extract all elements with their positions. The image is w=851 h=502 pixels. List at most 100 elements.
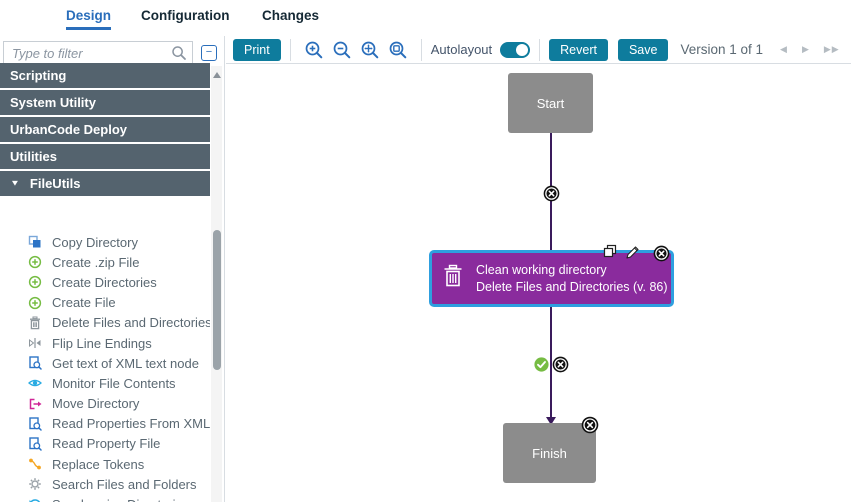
palette-item-label: Flip Line Endings	[52, 335, 152, 351]
palette-item-label: Read Property File	[52, 436, 161, 452]
palette-item-label: Create File	[52, 295, 116, 311]
copy-directory-icon	[28, 235, 42, 249]
scroll-up-icon[interactable]	[213, 72, 221, 78]
trash-icon	[442, 264, 464, 293]
sidebar-scrollbar[interactable]	[211, 66, 222, 502]
sidebar-category-urbancode-deploy[interactable]: UrbanCode Deploy	[0, 117, 210, 142]
divider	[289, 38, 291, 61]
divider	[539, 38, 541, 61]
copy-step-icon[interactable]	[603, 244, 618, 264]
step-title: Clean working directory	[476, 262, 607, 277]
chevron-down-icon: ▼	[10, 179, 20, 188]
sync-icon	[28, 498, 42, 502]
palette-item-label: Copy Directory	[52, 234, 138, 250]
step-label: Clean working directory Delete Files and…	[476, 262, 668, 296]
plus-circle-icon	[28, 255, 42, 269]
palette-item-label: Move Directory	[52, 396, 140, 412]
divider	[420, 38, 422, 61]
palette-item-replace-tokens[interactable]: Replace Tokens	[0, 454, 210, 474]
plus-circle-icon	[28, 275, 42, 289]
edit-step-icon[interactable]	[625, 245, 640, 265]
sidebar-category-scripting[interactable]: Scripting	[0, 63, 210, 88]
palette-item-label: Get text of XML text node	[52, 355, 199, 371]
version-label: Version 1 of 1	[680, 42, 764, 57]
palette-item-search-files-and-folders[interactable]: Search Files and Folders	[0, 474, 210, 494]
connector-step-finish[interactable]	[550, 306, 552, 418]
palette-item-flip-line-endings[interactable]: Flip Line Endings	[0, 333, 210, 353]
zoom-out-icon[interactable]	[330, 39, 354, 61]
print-button[interactable]: Print	[233, 38, 281, 61]
export-icon	[28, 397, 42, 411]
palette-item-move-directory[interactable]: Move Directory	[0, 394, 210, 414]
tab-design[interactable]: Design	[66, 8, 112, 30]
palette-item-create-file[interactable]: Create File	[0, 293, 210, 313]
step-node-clean-working-directory[interactable]: Clean working directory Delete Files and…	[429, 250, 674, 307]
filter-row: −	[3, 41, 222, 65]
process-canvas[interactable]: Start Clean working directory Delete Fil…	[226, 64, 851, 502]
doc-search-icon	[28, 417, 42, 431]
tab-bar: Design Configuration Changes	[0, 0, 851, 36]
collapse-all-icon[interactable]: −	[201, 45, 217, 61]
delete-finish-icon[interactable]	[581, 416, 599, 439]
category-label: Utilities	[10, 149, 57, 164]
palette-item-read-properties-from-xml-file[interactable]: Read Properties From XML File	[0, 414, 210, 434]
connector-arrowhead-icon	[546, 417, 556, 425]
palette-item-label: Create Directories	[52, 274, 157, 290]
autolayout-label: Autolayout	[430, 42, 493, 57]
sidebar-category-fileutils[interactable]: ▼ FileUtils	[0, 171, 210, 196]
delete-connector-icon[interactable]	[552, 356, 569, 378]
zoom-in-icon[interactable]	[302, 39, 326, 61]
scrollbar-thumb[interactable]	[212, 230, 221, 370]
design-toolbar: Print Autolayout Revert Save Version 1 o…	[226, 36, 851, 64]
palette-item-copy-directory[interactable]: Copy Directory	[0, 232, 210, 252]
palette-item-label: Synchronize Directories	[52, 497, 189, 502]
toggle-knob	[516, 43, 529, 56]
gear-icon	[28, 477, 42, 491]
palette-item-label: Delete Files and Directories	[52, 315, 210, 331]
version-next-icon[interactable]: ▶	[801, 44, 810, 54]
start-node[interactable]: Start	[508, 73, 593, 133]
search-icon	[171, 45, 187, 61]
sidebar-category-utilities[interactable]: Utilities	[0, 144, 210, 169]
flip-icon	[28, 336, 42, 350]
finish-node[interactable]: Finish	[503, 423, 596, 483]
save-button[interactable]: Save	[617, 38, 669, 61]
step-subtitle: Delete Files and Directories (v. 86)	[476, 279, 668, 294]
palette-item-delete-files-and-directories[interactable]: Delete Files and Directories	[0, 313, 210, 333]
category-label: Scripting	[10, 68, 67, 83]
sidebar-category-system-utility[interactable]: System Utility	[0, 90, 210, 115]
palette-item-synchronize-directories[interactable]: Synchronize Directories	[0, 494, 210, 502]
doc-search-icon	[28, 356, 42, 370]
trash-icon	[28, 316, 42, 330]
success-condition-icon[interactable]	[533, 356, 550, 378]
tokens-icon	[28, 457, 42, 471]
palette-item-get-text-of-xml-text-node[interactable]: Get text of XML text node	[0, 353, 210, 373]
palette-item-label: Monitor File Contents	[52, 375, 176, 391]
palette-item-label: Search Files and Folders	[52, 476, 197, 492]
version-prev-icon[interactable]: ◀	[780, 44, 788, 54]
delete-step-icon[interactable]	[653, 245, 670, 267]
version-last-icon[interactable]: ▶▶	[823, 44, 840, 54]
zoom-reset-icon[interactable]	[386, 39, 410, 61]
tab-changes[interactable]: Changes	[262, 8, 320, 23]
zoom-fit-icon[interactable]	[358, 39, 382, 61]
eye-icon	[28, 376, 42, 390]
palette-item-read-property-file[interactable]: Read Property File	[0, 434, 210, 454]
delete-connector-icon[interactable]	[543, 185, 560, 207]
palette-item-label: Read Properties From XML File	[52, 416, 210, 432]
autolayout-toggle[interactable]	[500, 41, 531, 58]
palette-item-label: Create .zip File	[52, 254, 140, 270]
revert-button[interactable]: Revert	[549, 38, 608, 61]
category-label: FileUtils	[29, 176, 81, 191]
category-label: UrbanCode Deploy	[10, 122, 128, 137]
palette-item-create-directories[interactable]: Create Directories	[0, 272, 210, 292]
palette-item-monitor-file-contents[interactable]: Monitor File Contents	[0, 373, 210, 393]
doc-search-icon	[28, 437, 42, 451]
tab-configuration[interactable]: Configuration	[141, 8, 230, 23]
filter-input[interactable]	[3, 41, 193, 65]
plus-circle-icon	[28, 296, 42, 310]
palette-item-create-zip-file[interactable]: Create .zip File	[0, 252, 210, 272]
